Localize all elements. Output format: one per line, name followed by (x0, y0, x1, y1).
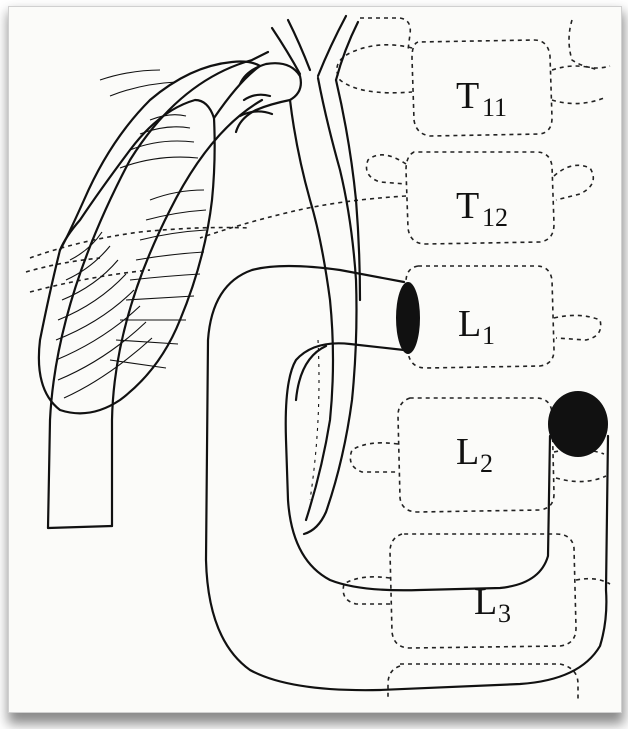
duodenum-cut-end-upper (396, 282, 420, 354)
top-right-partial (569, 20, 610, 68)
l1-process-right (554, 315, 601, 340)
duodenum-cut-end-lower (548, 391, 608, 457)
biliary-tract (48, 16, 360, 534)
label-t11-sub: 11 (482, 93, 507, 122)
label-l3-sub: 3 (498, 599, 511, 628)
vertebral-column (26, 18, 610, 700)
drain-tube-end (48, 526, 112, 528)
t12-process-right (554, 165, 593, 200)
t11-process-left (337, 45, 412, 93)
gallbladder-fundus-outline (60, 62, 260, 251)
duodenum-inner-wall-near-duct (296, 346, 326, 400)
label-l2-sub: 2 (480, 449, 493, 478)
common-bile-duct-left-wall (290, 100, 333, 520)
label-l1-base: L (458, 303, 481, 345)
l3-process-right (576, 579, 610, 584)
label-l3-base: L (474, 581, 497, 623)
cystic-duct (236, 63, 301, 132)
t11-process-right (552, 66, 604, 104)
l2-process-left (350, 443, 398, 472)
gallbladder-outline (39, 100, 215, 413)
left-hepatic-duct (318, 16, 346, 76)
t12-rib-left (200, 196, 406, 238)
vertebra-t12-outline (406, 152, 554, 244)
drain-tube (48, 52, 268, 528)
duodenum (206, 266, 608, 690)
label-l2-base: L (456, 431, 479, 473)
t12-process-left (367, 155, 407, 184)
duodenum-inner (286, 343, 550, 590)
label-t12-sub: 12 (482, 203, 508, 232)
label-t11-base: T (456, 75, 479, 117)
vertebra-labels: T 11 T 12 L 1 L 2 L 3 (456, 75, 511, 628)
right-hepatic-duct-2 (288, 20, 310, 70)
gallbladder (39, 62, 260, 414)
pancreatic-duct (336, 80, 360, 300)
label-l1-sub: 1 (482, 321, 495, 350)
vertebra-bottom-partial-outline (388, 664, 578, 700)
label-t12-base: T (456, 185, 479, 227)
